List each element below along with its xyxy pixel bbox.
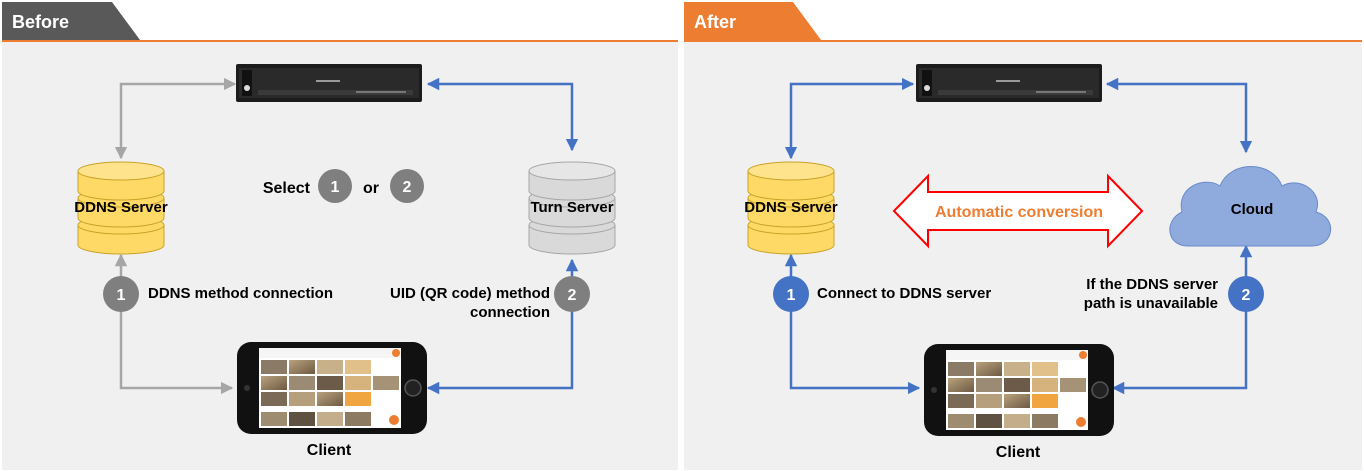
- after-nvr-recorder-icon: [916, 64, 1102, 102]
- before-tab-label: Before: [12, 12, 69, 32]
- after-client-smartphone-icon: [923, 343, 1115, 437]
- after-step-1-badge: [773, 276, 809, 312]
- after-step-2-number: 2: [1242, 287, 1251, 304]
- before-step-1-number: 1: [117, 287, 126, 304]
- after-step-2-label-line1: If the DDNS server: [1086, 276, 1218, 293]
- before-panel: Before DDNS Server Turn Server: [2, 2, 678, 470]
- before-step-2-number: 2: [568, 287, 577, 304]
- cloud-icon: [1169, 166, 1332, 247]
- before-step-1-label: DDNS method connection: [148, 285, 333, 302]
- double-arrow-icon: [892, 173, 1144, 249]
- turn-server-label: Turn Server: [530, 199, 613, 216]
- after-step-2-label-line2: path is unavailable: [1084, 295, 1218, 312]
- automatic-conversion-label: Automatic conversion: [935, 204, 1103, 221]
- after-step-1-label: Connect to DDNS server: [817, 285, 991, 302]
- recorder-to-turn-arrow: [426, 77, 579, 152]
- ddns-server-database-icon: [77, 161, 165, 255]
- after-panel: After DDNS Server Automatic conversion C…: [684, 2, 1362, 470]
- select-option-2-number: 2: [403, 179, 412, 196]
- before-client-label: Client: [307, 442, 352, 459]
- after-step-1-number: 1: [787, 287, 796, 304]
- before-step-1-badge: [103, 276, 139, 312]
- after-tab: [684, 2, 821, 40]
- nvr-recorder-icon: [236, 64, 422, 102]
- select-option-2-badge: [390, 169, 424, 203]
- select-prefix-text: Select: [263, 180, 311, 197]
- select-option-1-badge: [318, 169, 352, 203]
- after-step-2-badge: [1228, 276, 1264, 312]
- ddns-server-label: DDNS Server: [74, 199, 168, 216]
- ddns-to-recorder-arrow: [114, 77, 237, 160]
- after-ddns-server-database-icon: [747, 161, 835, 255]
- after-tab-label: After: [694, 12, 736, 32]
- after-client-label: Client: [996, 444, 1041, 461]
- recorder-to-cloud-arrow: [1105, 77, 1253, 154]
- before-step-2-label-line1: UID (QR code) method: [390, 285, 550, 302]
- client-smartphone-icon: [236, 341, 428, 435]
- before-tab: [2, 2, 140, 40]
- select-joiner-text: or: [363, 180, 379, 197]
- after-ddns-to-recorder-arrow: [784, 77, 915, 160]
- turn-server-database-icon: [528, 161, 616, 255]
- after-ddns-server-label: DDNS Server: [744, 199, 838, 216]
- before-step-2-badge: [554, 276, 590, 312]
- cloud-label: Cloud: [1231, 201, 1274, 218]
- select-option-1-number: 1: [331, 179, 340, 196]
- before-step-2-label-line2: connection: [470, 304, 550, 321]
